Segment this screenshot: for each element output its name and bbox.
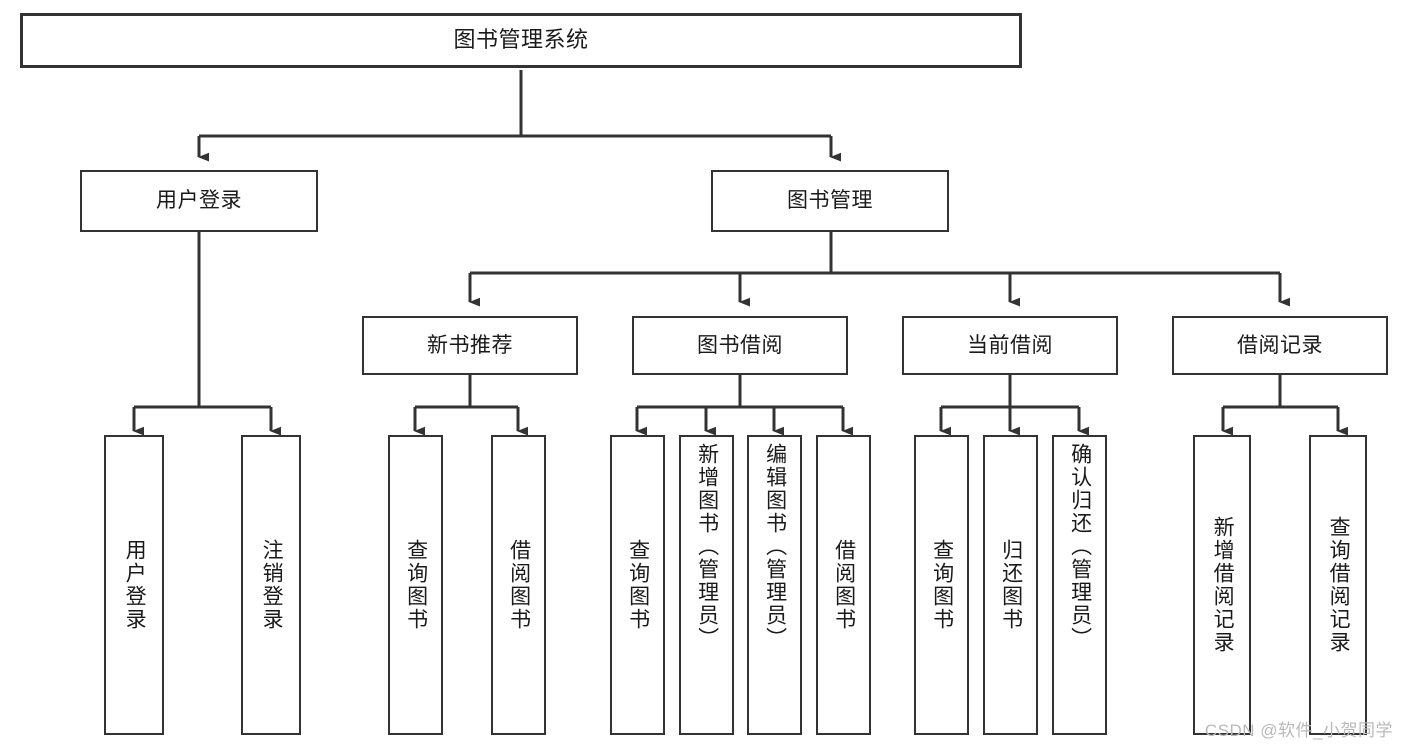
- edges-level2-to-level3: [468, 232, 1290, 307]
- edges-bookborrow-to-leaves: [635, 375, 853, 436]
- node-label: 图书借阅: [697, 333, 783, 357]
- leaf-add-book-admin[interactable]: 新增图书（管理员）: [679, 435, 734, 735]
- node-book-management[interactable]: 图书管理: [711, 170, 949, 232]
- leaf-borrow-book-borrowing[interactable]: 借阅图书: [816, 435, 871, 735]
- node-label: 借阅图书: [507, 539, 531, 631]
- node-book-borrowing[interactable]: 图书借阅: [632, 316, 848, 375]
- node-label: 借阅记录: [1237, 333, 1323, 357]
- node-new-book-recommendation[interactable]: 新书推荐: [362, 316, 578, 375]
- node-user-login[interactable]: 用户登录: [80, 170, 318, 232]
- node-label: 用户登录: [156, 189, 242, 213]
- leaf-query-borrowing-record[interactable]: 查询借阅记录: [1309, 435, 1367, 735]
- leaf-confirm-return-admin[interactable]: 确认归还（管理员）: [1052, 435, 1107, 735]
- node-borrowing-record[interactable]: 借阅记录: [1172, 316, 1388, 375]
- node-root-library-management-system[interactable]: 图书管理系统: [20, 13, 1022, 68]
- node-label: 当前借阅: [967, 333, 1053, 357]
- node-label: 新书推荐: [427, 333, 513, 357]
- leaf-borrow-book-newbook[interactable]: 借阅图书: [491, 435, 546, 735]
- leaf-add-borrowing-record[interactable]: 新增借阅记录: [1193, 435, 1251, 735]
- leaf-query-book-newbook[interactable]: 查询图书: [388, 435, 443, 735]
- node-label: 查询图书: [930, 539, 954, 631]
- node-label: 归还图书: [999, 539, 1023, 631]
- node-label: 新增借阅记录: [1211, 516, 1235, 654]
- node-label: 查询借阅记录: [1327, 516, 1351, 654]
- node-label: 查询图书: [626, 539, 650, 631]
- node-label: 新增图书（管理员）: [695, 443, 719, 650]
- leaf-logout[interactable]: 注销登录: [241, 435, 301, 735]
- leaf-edit-book-admin[interactable]: 编辑图书（管理员）: [747, 435, 802, 735]
- node-label: 查询图书: [404, 539, 428, 631]
- edges-newbook-to-leaves: [413, 375, 528, 436]
- node-label: 图书管理系统: [453, 27, 589, 53]
- leaf-user-login[interactable]: 用户登录: [104, 435, 164, 735]
- leaf-query-book-borrowing[interactable]: 查询图书: [610, 435, 665, 735]
- node-label: 编辑图书（管理员）: [763, 443, 787, 650]
- leaf-query-book-current[interactable]: 查询图书: [914, 435, 969, 735]
- node-label: 确认归还（管理员）: [1068, 443, 1092, 650]
- edges-root-to-level2: [197, 70, 841, 162]
- edges-userlogin-to-leaves: [132, 232, 281, 436]
- edges-currentborrow-to-leaves: [939, 375, 1089, 436]
- edges-borrowrecord-to-leaves: [1221, 375, 1348, 436]
- node-label: 图书管理: [787, 189, 873, 213]
- node-label: 借阅图书: [832, 539, 856, 631]
- node-label: 注销登录: [260, 539, 284, 631]
- node-current-borrowing[interactable]: 当前借阅: [902, 316, 1118, 375]
- node-label: 用户登录: [123, 539, 147, 631]
- leaf-return-book[interactable]: 归还图书: [983, 435, 1038, 735]
